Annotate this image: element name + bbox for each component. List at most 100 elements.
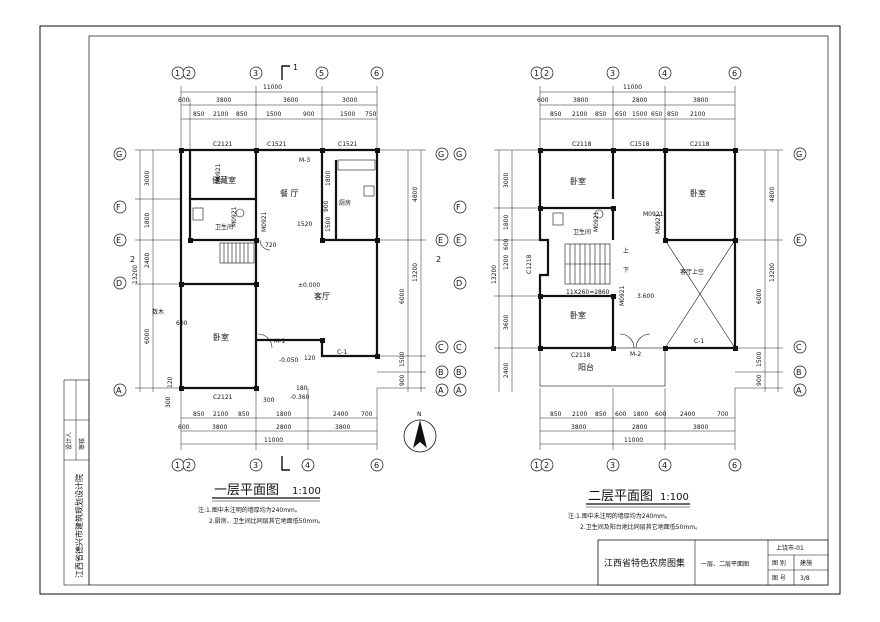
plan1-dim-top-3000: 3000 [342, 97, 357, 104]
plan2-dim-top-600: 600 [537, 97, 549, 104]
plan1-win-c1: C-1 [337, 349, 347, 356]
plan2-dim-top-3800a: 3800 [573, 97, 588, 104]
plan1-left-120: 120 [167, 376, 174, 388]
plan2-axis-A-left: A [456, 386, 462, 395]
plan2-bottom-dims [539, 388, 736, 450]
plan1-label-600: 600 [176, 320, 188, 327]
plan2-dim-top-650a: 650 [615, 111, 627, 118]
plan2-axis-B-right: B [796, 368, 802, 377]
plan1-right-13200: 13200 [412, 263, 419, 282]
plan1-left-1800: 1800 [144, 213, 151, 228]
plan2-axis-left [453, 147, 467, 397]
plan1-axis-G-right: G [438, 150, 444, 159]
plan2-win-c2118-b: C2118 [690, 141, 710, 148]
plan2-dim-top-650b: 650 [651, 111, 663, 118]
outer-border [39, 25, 841, 595]
plan1-dim-top-850a: 850 [193, 111, 205, 118]
plan2-axis-2: 2 [544, 69, 549, 78]
plan1-wc-fixtures [192, 207, 245, 221]
plan2-stair-down: 下 [623, 267, 629, 274]
plan1-right-900: 900 [399, 374, 406, 386]
plan1-dim-top-600: 600 [178, 97, 190, 104]
plan1-dim-top-1500b: 1500 [340, 111, 355, 118]
plan1-label-720: 720 [265, 242, 277, 249]
plan1-right-1500: 1500 [399, 352, 406, 367]
plan2-right-1500: 1500 [756, 352, 763, 367]
plan1-door-m0921-c: M0921 [261, 211, 268, 232]
plan1-door-swings [257, 239, 273, 349]
plan1-axis-A-left: A [116, 386, 122, 395]
plan2-stair-up: 上 [623, 247, 629, 255]
plan2-left-600: 600 [503, 238, 510, 250]
plan2: 11000 600 3800 2800 3800 850 2100 850 65… [453, 66, 807, 531]
plan1-room-kitchen: 厨房 [339, 199, 351, 207]
plan1-axis-b4: 4 [305, 461, 310, 470]
plan1-right-dims [377, 149, 426, 392]
plan1-left-2400: 2400 [144, 253, 151, 268]
plan1-axis-G-left: G [116, 150, 122, 159]
plan1-dim-top-850b: 850 [236, 111, 248, 118]
plan2-left-dims [494, 149, 540, 392]
plan1-axis-1: 1 [175, 69, 180, 78]
plan2-win-c1518: C1518 [630, 141, 650, 148]
plan2-door-b: M0921 [593, 211, 600, 232]
plan1-room-storage: 储藏室 [212, 175, 236, 185]
plan1-label-1500: 1500 [325, 217, 332, 232]
plan1-level-005: -0.050 [279, 357, 299, 364]
plan2-dim-top-3800b: 3800 [693, 97, 708, 104]
plan2-axis-b3: 3 [610, 461, 615, 470]
plan1-label-1800: 1800 [325, 171, 332, 186]
plan1-section-mark-top [281, 65, 290, 80]
plan2-right-dims [735, 149, 783, 392]
plan2-left-1800: 1800 [503, 215, 510, 230]
plan2-bot-700: 700 [717, 411, 729, 418]
plan1-left-dims [135, 149, 181, 392]
plan1-win-c1521-a: C1521 [267, 141, 287, 148]
row-value-2: 3/8 [800, 575, 810, 582]
plan2-dim-top-850b: 850 [595, 111, 607, 118]
plan1-bot-3800b: 3800 [335, 424, 350, 431]
plan1-level-0: ±0.000 [298, 282, 320, 289]
plan2-room-bed1: 卧室 [570, 176, 586, 186]
plan2-bot-11000: 11000 [624, 437, 643, 444]
plan2-room-bed2: 卧室 [690, 188, 706, 198]
plan1-note-1: 注:1.图中未注明的墙厚均为240mm。 [198, 506, 301, 514]
plan1-axis-F-left: F [116, 203, 121, 212]
plan1-bot-11000: 11000 [264, 437, 283, 444]
plan1-axis-right [435, 147, 449, 397]
plan2-right-900: 900 [756, 374, 763, 386]
designer-org: 江西省德兴市建筑规划设计院 [74, 474, 84, 578]
plan2-bot-2100: 2100 [572, 411, 587, 418]
plan2-dim-top-1500: 1500 [632, 111, 647, 118]
plan2-left-1200: 1200 [503, 255, 510, 270]
plan1-note-2: 2.厨房、卫生间比同层其它地面低50mm。 [209, 517, 324, 525]
plan2-wc-fixtures [552, 209, 604, 226]
row-label-2: 图 号 [772, 575, 786, 582]
plan1-label-120: 120 [304, 355, 316, 362]
plan2-title: 二层平面图 [588, 489, 653, 504]
plan1-top-dims [180, 86, 378, 150]
plan2-bot-850a: 850 [550, 411, 562, 418]
plan1-bot-2100: 2100 [213, 411, 228, 418]
north-label: N [417, 411, 422, 418]
plan1-axis-b2: 2 [186, 461, 191, 470]
plan1-bot-1800: 1800 [276, 411, 291, 418]
plan2-void-cross [664, 239, 736, 349]
plan1-bot-850b: 850 [238, 411, 250, 418]
plan1-label-180: 180 [296, 385, 308, 392]
plan1-axis-2: 2 [186, 69, 191, 78]
plan1-section-2-right: 2 [436, 255, 441, 264]
plan2-axis-E-right: E [796, 236, 801, 245]
plan2-win-c1218: C1218 [526, 254, 533, 274]
plan1-left-300: 300 [165, 396, 172, 408]
plan1-bot-850a: 850 [193, 411, 205, 418]
plan2-right-13200: 13200 [769, 263, 776, 282]
plan2-room-void: 客厅上空 [680, 268, 704, 276]
plan1-bot-700: 700 [361, 411, 373, 418]
plan1-dim-top-900: 900 [303, 111, 315, 118]
plan2-axis-E-left: E [456, 236, 461, 245]
plan1-left-3000: 3000 [144, 171, 151, 186]
plan2-win-c2118-a: C2118 [572, 141, 592, 148]
plan1-door-m3: M-3 [299, 157, 310, 164]
